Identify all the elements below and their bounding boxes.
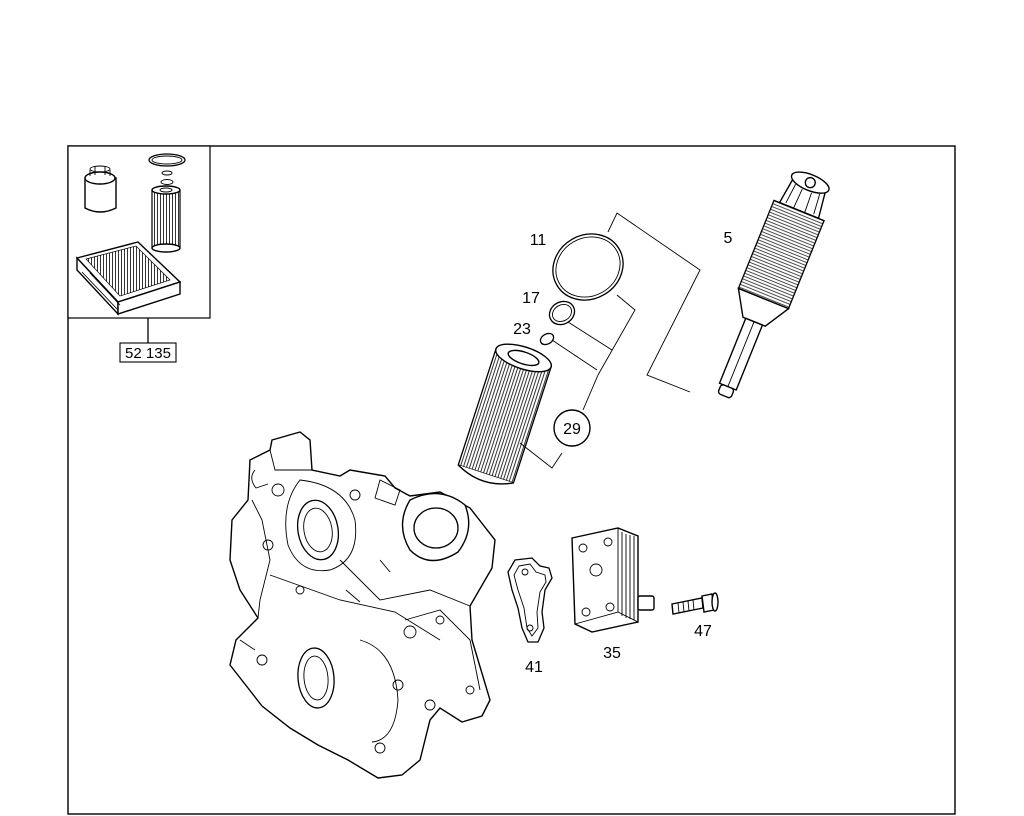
leader-lines xyxy=(519,212,701,469)
reference-number: 52 135 xyxy=(125,345,171,362)
seal-ring xyxy=(548,300,576,326)
callout-5[interactable]: 5 xyxy=(724,230,733,247)
air-filter-icon xyxy=(75,241,182,316)
o-ring-large xyxy=(552,233,624,301)
callout-23[interactable]: 23 xyxy=(513,321,531,338)
diagram-frame xyxy=(67,145,956,815)
callout-29-circle[interactable] xyxy=(553,409,591,447)
filter-housing-cover xyxy=(717,171,830,399)
callout-29[interactable]: 29 xyxy=(563,421,581,438)
callout-35[interactable]: 35 xyxy=(603,645,621,662)
timing-cover xyxy=(229,431,496,779)
oil-cooler xyxy=(571,527,655,633)
inset-service-kit xyxy=(67,145,211,319)
o-ring-icon xyxy=(148,153,186,167)
small-o-ring xyxy=(539,332,555,346)
reference-box[interactable] xyxy=(119,342,177,363)
filter-element xyxy=(457,343,553,485)
bolt xyxy=(671,592,719,615)
callout-17[interactable]: 17 xyxy=(522,290,540,307)
callout-11[interactable]: 11 xyxy=(530,232,547,249)
callout-41[interactable]: 41 xyxy=(525,659,543,676)
gasket xyxy=(507,557,553,643)
fuel-filter-icon xyxy=(84,165,117,213)
oil-filter-element-icon xyxy=(151,185,181,253)
callout-47[interactable]: 47 xyxy=(694,623,712,640)
